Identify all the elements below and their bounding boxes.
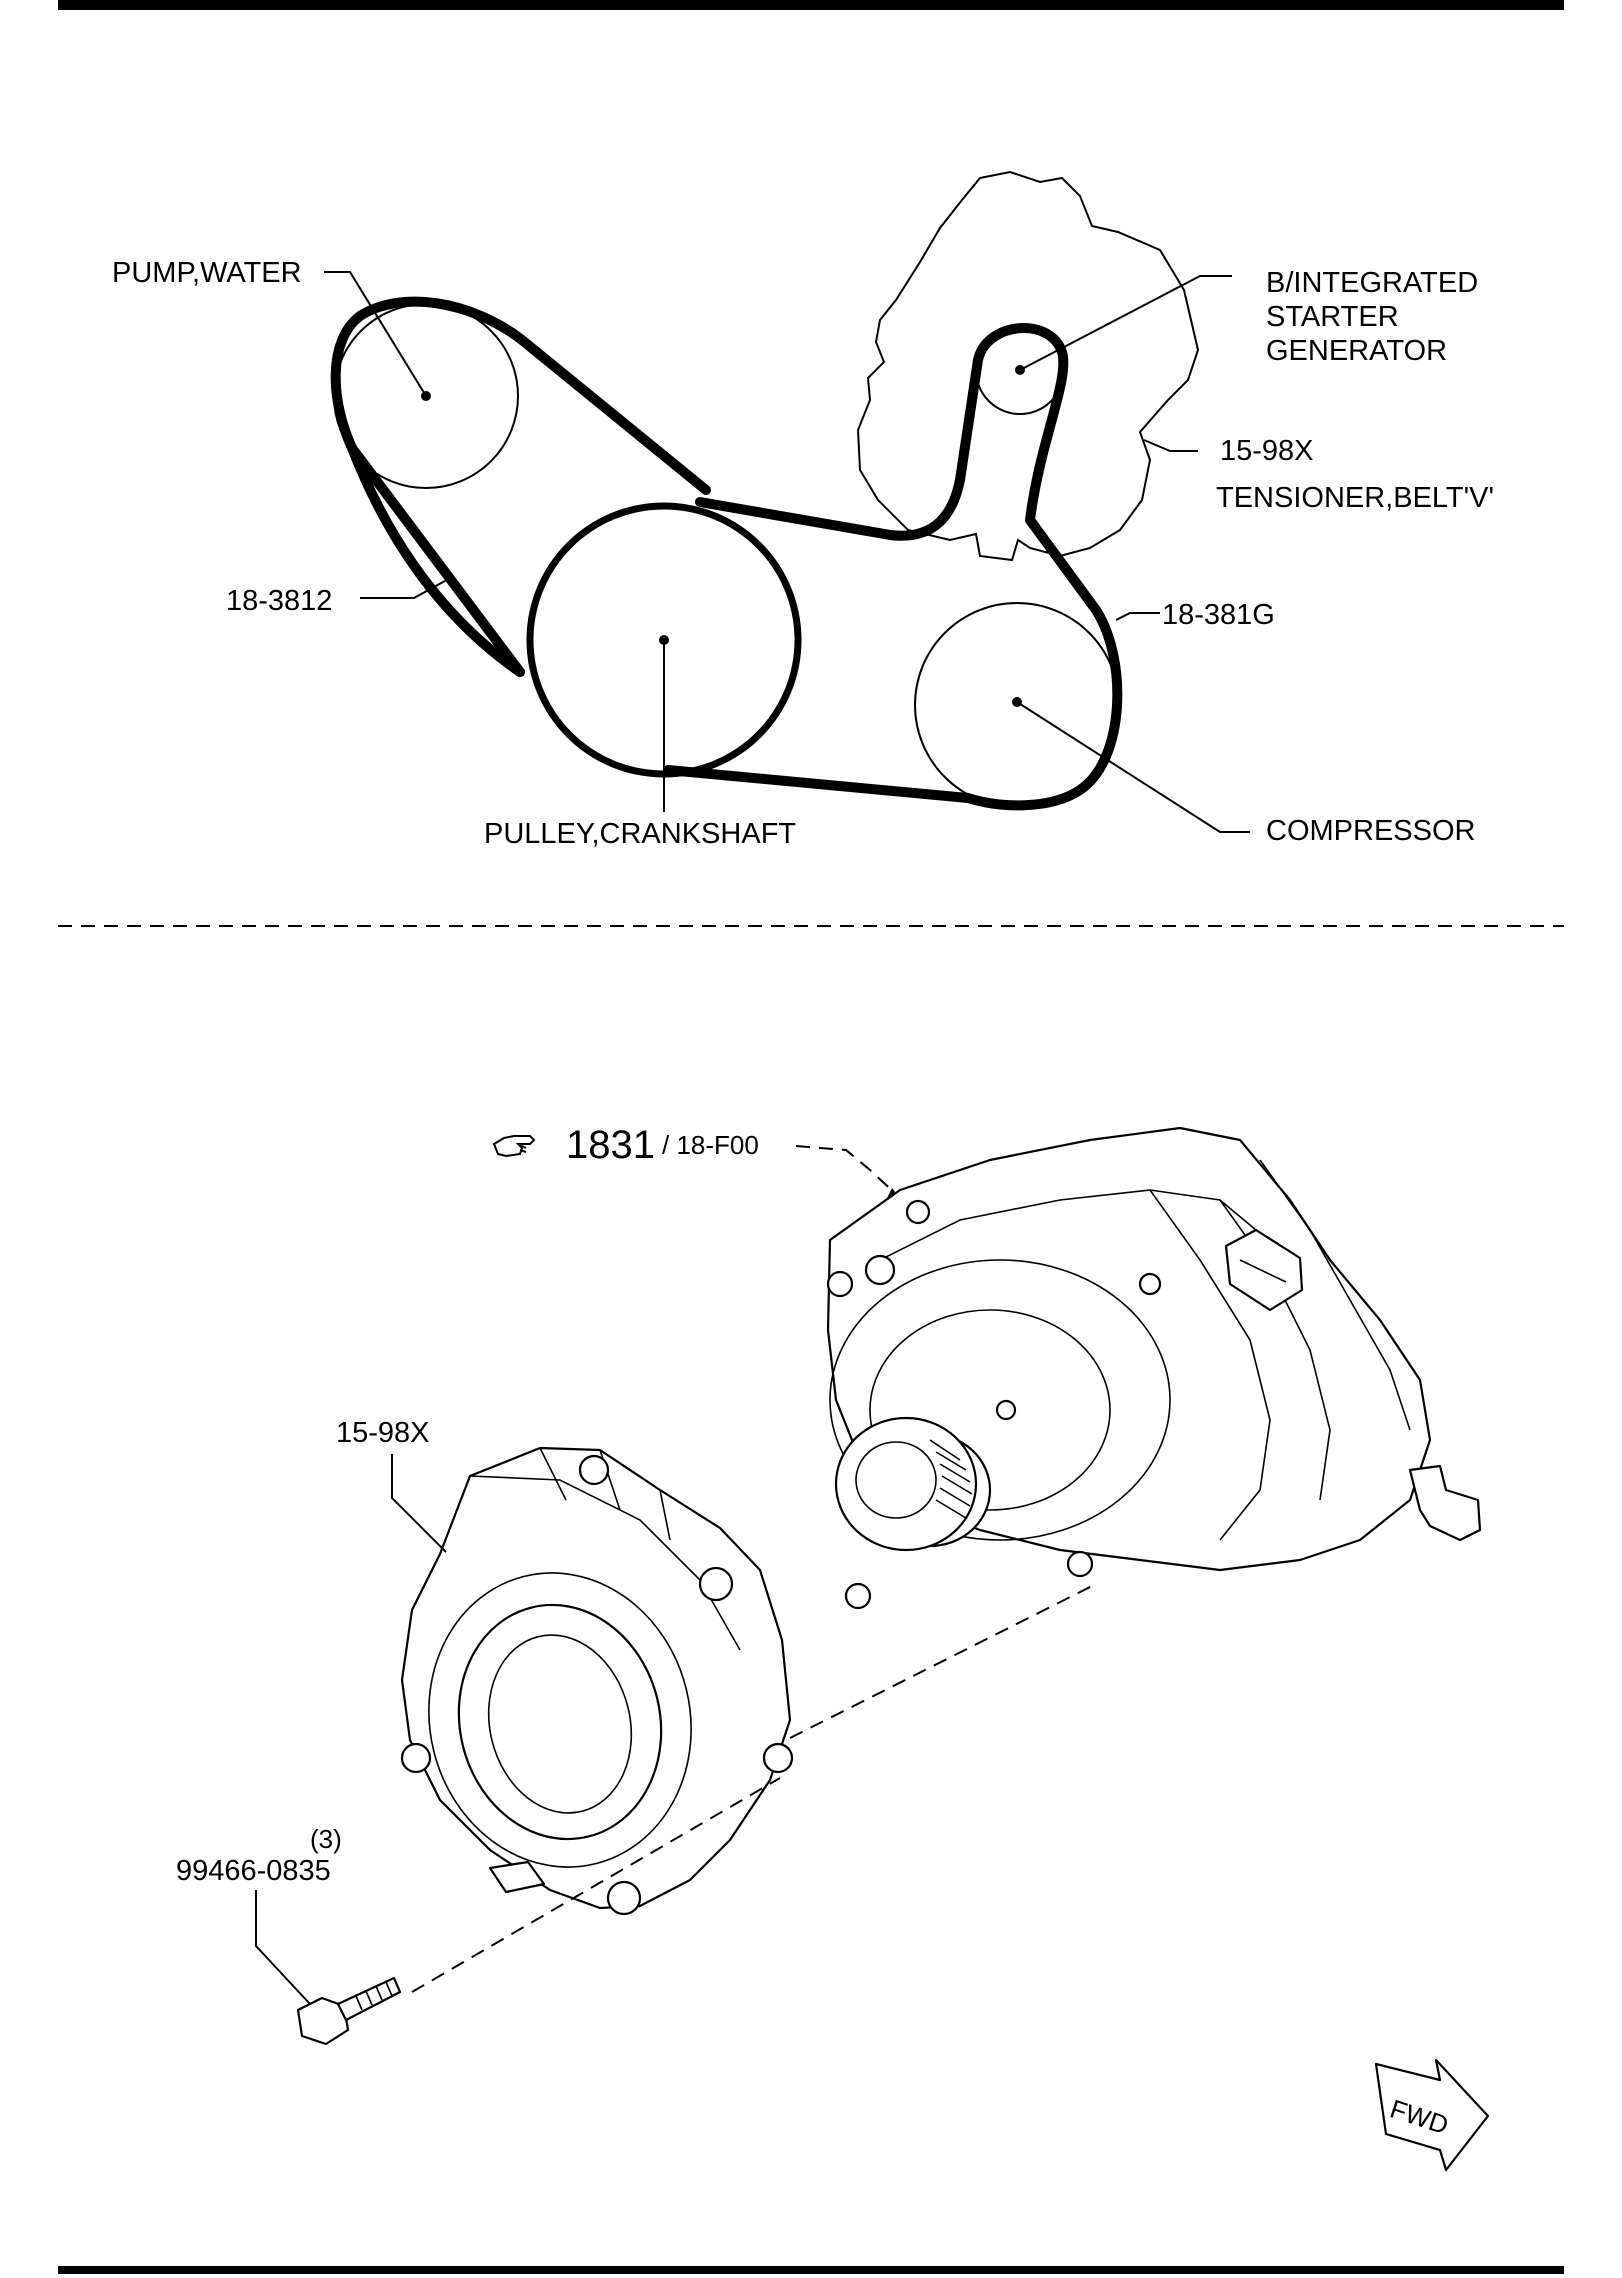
generator-pulley-grooved (834, 1416, 992, 1552)
generator-boss-5 (995, 1399, 1017, 1421)
tensioner-tab (488, 1860, 546, 1894)
pointing-hand-icon (492, 1135, 536, 1158)
bottom-border (58, 2266, 1564, 2274)
label-generator-line1: B/INTEGRATED (1266, 267, 1478, 299)
leader-generator (1019, 275, 1232, 371)
belt-18-3812 (330, 296, 711, 677)
starter-generator-outline (856, 170, 1200, 562)
tensioner-boss-2 (698, 1566, 734, 1602)
generator-boss-4 (905, 1199, 931, 1225)
belt-18-381G (663, 323, 1123, 811)
generator-boss-1 (864, 1254, 896, 1286)
starter-generator-assembly (826, 1126, 1482, 1610)
bolt-alignment-line (411, 1777, 781, 1993)
generator-bolt-1 (826, 1270, 854, 1298)
mount-alignment-line (789, 1583, 1097, 1739)
tensioner-assembly (400, 1446, 794, 1916)
label-generator-line2: STARTER (1266, 301, 1399, 333)
leader-tensioner (1143, 439, 1198, 452)
tensioner-boss-4 (400, 1742, 432, 1774)
ref-leader (795, 1145, 899, 1197)
generator-bolt-2 (844, 1582, 872, 1610)
label-bolt-qty: (3) (310, 1824, 342, 1854)
top-border (58, 0, 1564, 10)
belt-routing-diagram: PUMP,WATER B/INTEGRATED STARTER GENERATO… (112, 170, 1494, 850)
belt-18-3812-lower (347, 443, 525, 677)
tensioner-boss-5 (606, 1880, 642, 1916)
ref-number: 1831 (566, 1123, 655, 1167)
generator-boss-2 (1066, 1550, 1094, 1578)
label-pump-water: PUMP,WATER (112, 257, 302, 289)
exploded-view: 1831 / 18-F00 (176, 1123, 1490, 2172)
label-bolt-part: 99466-0835 (176, 1855, 331, 1887)
label-pulley-crankshaft: PULLEY,CRANKSHAFT (484, 818, 796, 850)
bolt-99466-0835 (296, 1976, 402, 2046)
label-tensioner-part: 15-98X (336, 1417, 430, 1449)
label-generator-line3: GENERATOR (1266, 335, 1447, 367)
label-belt-right: 18-381G (1162, 599, 1275, 631)
leader-pump-water (324, 271, 427, 397)
label-tensioner-name: TENSIONER,BELT'V' (1216, 482, 1494, 514)
label-compressor: COMPRESSOR (1266, 815, 1475, 847)
leader-compressor (1016, 701, 1250, 833)
leader-tensioner-part (391, 1454, 447, 1553)
generator-terminal (1408, 1464, 1482, 1542)
tensioner-boss-1 (578, 1454, 610, 1486)
label-tensioner-code: 15-98X (1220, 435, 1314, 467)
generator-connector (1224, 1228, 1304, 1312)
fwd-arrow-icon: FWD (1374, 2058, 1490, 2172)
label-belt-left: 18-3812 (226, 585, 332, 617)
leader-belt-right (1115, 612, 1160, 621)
generator-boss-3 (1138, 1272, 1162, 1296)
leader-bolt (255, 1890, 311, 2005)
ref-suffix: / 18-F00 (662, 1130, 759, 1160)
leader-belt-left (360, 575, 455, 599)
tensioner-boss-3 (762, 1742, 794, 1774)
